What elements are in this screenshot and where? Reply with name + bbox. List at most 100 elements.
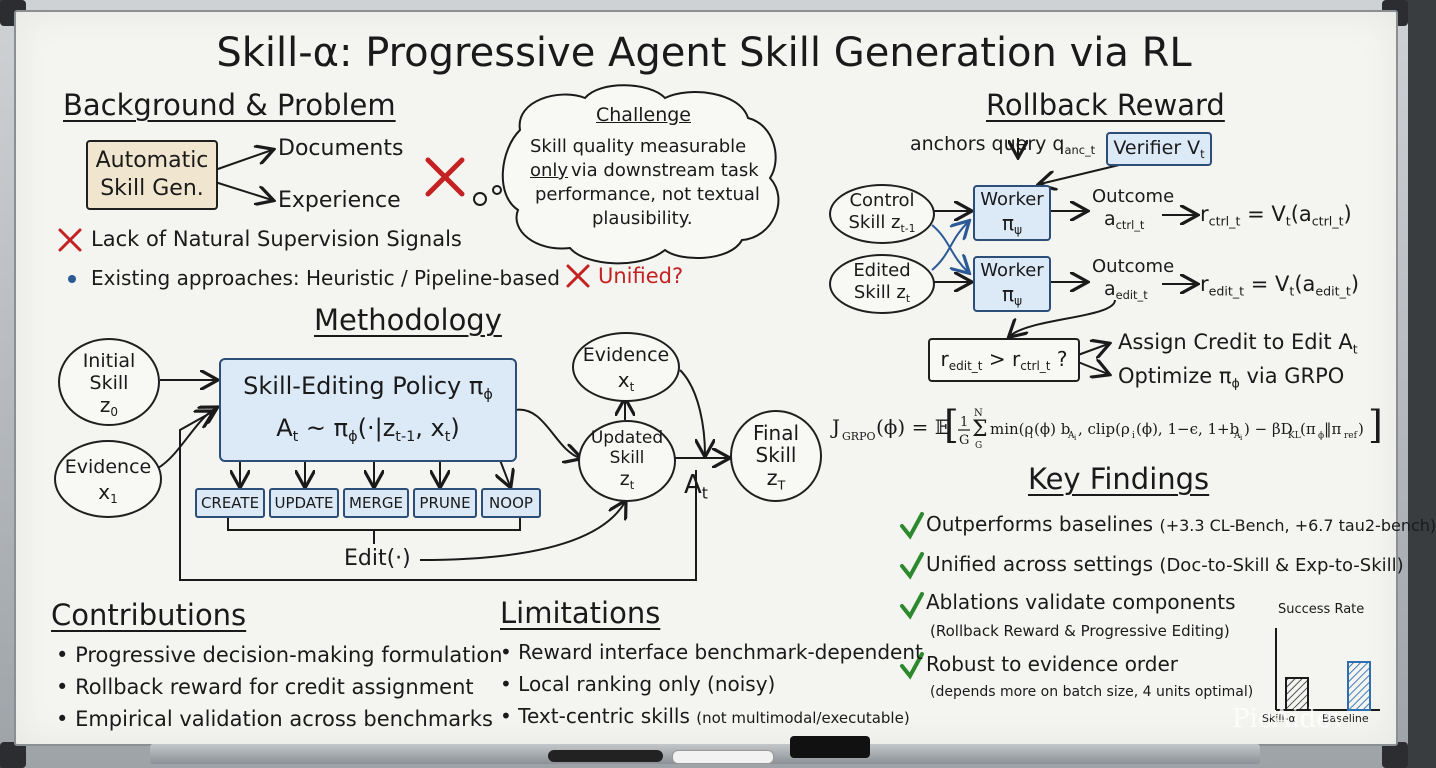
svg-text:1: 1 [960,415,968,430]
svg-text:i: i [1030,431,1033,441]
control-skill-node: Control Skill zt-1 [829,184,935,244]
svg-text:G: G [975,441,982,451]
outcome-label: Outcome [1092,256,1175,277]
limitations-heading: Limitations [500,596,661,630]
bullet-dot [68,275,76,283]
svg-text:A: A [1233,431,1241,441]
contribution-item: • Empirical validation across benchmarks [56,707,493,731]
arrow [679,369,705,455]
black-marker[interactable] [548,750,663,762]
grpo-formula: J GRPO (ϕ) = 𝔼 [ 1 G N Σ G min(ρ i (ϕ) b… [830,403,1383,451]
node-label: Skill [609,448,645,468]
check-icon [900,512,924,540]
worker-math: πψ [1002,282,1022,309]
node-math: xt [617,368,635,395]
svg-text:ϕ: ϕ [1318,431,1324,441]
chart-category: Skill-α [1262,712,1296,725]
contribution-item: • Rollback reward for credit assignment [56,675,474,699]
arrow [1077,362,1108,374]
node-label: Updated [590,428,664,448]
methodology-heading: Methodology [314,303,502,337]
evidence-1-node: Evidence x1 [54,440,162,518]
outcome-label: Outcome [1092,186,1175,207]
red-x-large [425,157,465,197]
challenge-line: plausibility. [592,208,693,229]
chart-canvas [1275,628,1380,711]
reward-edit: redit_t = Vt(aedit_t) [1200,272,1360,299]
node-label: Skill [89,372,129,394]
chart-title: Success Rate [1278,602,1365,617]
op-prune: PRUNE [413,488,477,518]
unified-question: Unified? [598,264,684,288]
limitation-item: • Local ranking only (noisy) [500,672,776,696]
assign-credit: Assign Credit to Edit At [1118,330,1358,357]
svg-text:): ) [1358,420,1364,438]
challenge-line: via downstream task [571,160,759,181]
check-icon [900,592,924,620]
check-icon [900,652,924,680]
challenge-line: Skill quality measurable [530,136,747,157]
arrow [419,502,625,561]
compare-expression: redit_t > rctrl_t ? [940,347,1068,374]
arrow [514,408,580,458]
existing-approaches: Existing approaches: Heuristic / Pipelin… [91,266,560,290]
limitation-item: • Reward interface benchmark-dependent [500,640,923,664]
optimize-policy: Optimize πϕ via GRPO [1118,364,1345,391]
bracket [227,518,521,531]
svg-text:J: J [830,415,840,439]
svg-text:‖π: ‖π [1324,420,1342,438]
node-label: Evidence [582,344,670,366]
svg-text:min(ρ: min(ρ [990,420,1034,438]
svg-text:) − βD: ) − βD [1244,420,1293,438]
node-label: Evidence [64,456,152,478]
policy-line-2: At ~ πϕ(·|zt-1, xt) [276,414,460,446]
frame-corner [0,742,26,768]
verifier-label: Verifier Vt [1113,137,1205,161]
anchors-query: anchors query qanc_t [910,133,1096,157]
findings-heading: Key Findings [1028,462,1210,496]
arrow [1077,344,1108,355]
thought-bubble [492,185,502,195]
svg-text:i: i [1074,434,1077,442]
eraser[interactable] [790,736,870,758]
op-update: UPDATE [269,488,339,518]
box-line: Automatic [95,148,209,173]
node-math: zT [766,466,786,493]
svg-text:[: [ [944,403,959,447]
worker-box-control: Worker πψ [973,185,1051,241]
svg-text:, clip(ρ: , clip(ρ [1078,420,1130,438]
op-noop: NOOP [481,488,541,518]
svg-text:i: i [1240,434,1243,442]
verifier-box: Verifier Vt [1106,132,1212,166]
node-label: Initial [82,350,136,372]
blue-marker[interactable] [672,750,774,764]
finding-detail: (Rollback Reward & Progressive Editing) [930,622,1230,640]
node-math: Skill zt-1 [848,212,916,235]
chart-bar-baseline [1347,661,1371,711]
node-label: Control [849,190,915,211]
worker-label: Worker [980,189,1044,210]
automatic-skill-gen-box: Automatic Skill Gen. [86,140,218,210]
node-label: Final [752,421,800,445]
svg-text:KL: KL [1288,431,1301,441]
reward-ctrl: rctrl_t = Vt(actrl_t) [1200,202,1352,229]
svg-text:i: i [1132,431,1135,441]
policy-line-1: Skill-Editing Policy πϕ [243,372,493,404]
box-line: Skill Gen. [100,176,204,201]
challenge-cloud [501,84,780,265]
arrow [214,181,272,200]
node-math: x1 [98,480,118,507]
page-title: Skill-α: Progressive Agent Skill Generat… [216,30,1192,76]
svg-text:(ϕ), 1−ϵ, 1+b: (ϕ), 1−ϵ, 1+b [1136,420,1239,438]
compare-box: redit_t > rctrl_t ? [928,338,1080,382]
node-math: zt [619,468,635,492]
red-x-icon [58,228,82,252]
frame-corner [1382,742,1408,768]
edit-function: Edit(·) [344,546,411,571]
svg-text:ref: ref [1344,431,1358,441]
arrow [1010,299,1116,336]
feedback-loop [179,412,697,581]
op-create: CREATE [195,488,265,518]
